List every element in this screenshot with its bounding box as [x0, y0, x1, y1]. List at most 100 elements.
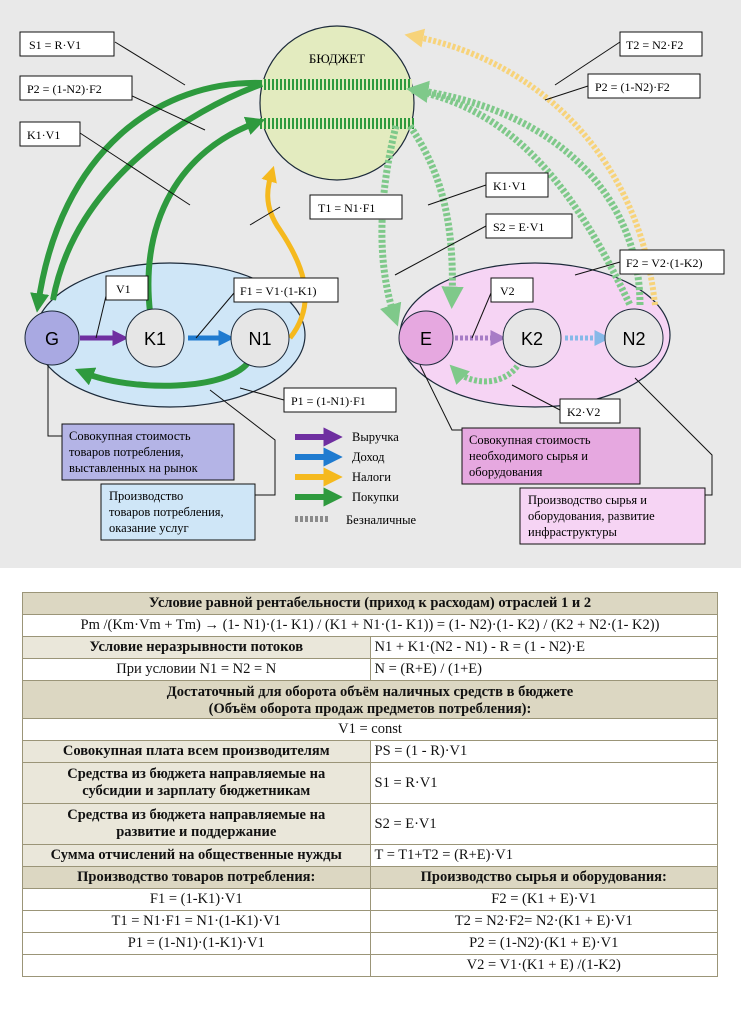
callout-k1v1-left-box	[19, 121, 81, 147]
arrow-p1	[74, 358, 253, 389]
budget-circle	[259, 25, 415, 181]
producer-payment-label: Совокупная плата всем производителям	[22, 740, 371, 763]
legend-taxes: Налоги	[352, 470, 391, 484]
callout-v1: V1	[116, 282, 131, 296]
node-k2-label: K2	[521, 329, 543, 349]
g-desc-line3: выставленных на рынок	[69, 461, 199, 475]
continuity-label: Условие неразрывности потоков	[22, 636, 371, 659]
node-n1-label: N1	[248, 329, 271, 349]
production1-box	[100, 483, 256, 541]
legend-revenue: Выручка	[352, 430, 399, 444]
production2-box	[519, 487, 706, 545]
node-g	[24, 310, 80, 366]
callout-k2v2: K2·V2	[567, 405, 600, 419]
v1-const: V1 = const	[22, 718, 718, 741]
producer-payment-equation: PS = (1 - R)·V1	[369, 740, 718, 763]
cash-volume-heading: Достаточный для оборота объём наличных с…	[22, 680, 718, 719]
prod1-line1: Производство	[109, 489, 183, 503]
e-desc-line3: оборудования	[469, 465, 543, 479]
raw-row-3: P2 = (1-N2)·(K1 + E)·V1	[369, 932, 718, 955]
callout-s2: S2 = E·V1	[493, 220, 544, 234]
consumer-row-2: T1 = N1·F1 = N1·(1-K1)·V1	[22, 910, 371, 933]
node-k1	[125, 308, 185, 368]
callout-t1-box	[309, 194, 403, 220]
callout-s2-box	[485, 213, 573, 239]
arrow-s1	[30, 79, 263, 313]
callout-p1-box	[283, 387, 397, 413]
arrow-s2	[378, 125, 402, 327]
raw-row-1: F2 = (K1 + E)·V1	[369, 888, 718, 911]
node-n2	[604, 308, 664, 368]
budget-stripe-bottom	[260, 118, 414, 129]
condition-label: При условии N1 = N2 = N	[22, 658, 371, 681]
callout-k2v2-box	[559, 398, 621, 424]
development-label-line2: развитие и поддержание	[116, 824, 277, 840]
budget-stripe-top	[262, 79, 412, 90]
prod1-line2: товаров потребления,	[109, 505, 224, 519]
development-equation: S2 = E·V1	[369, 803, 718, 845]
subsidy-label-line2: субсидии и зарплату бюджетникам	[82, 783, 311, 799]
subsidy-label-line1: Средства из бюджета направляемые на	[67, 766, 326, 782]
equations-table: Условие равной рентабельности (приход к …	[22, 592, 718, 977]
raw-row-2: T2 = N2·F2= N2·(K1 + E)·V1	[369, 910, 718, 933]
prod2-line3: инфраструктуры	[528, 525, 617, 539]
profitability-equation: Pm /(Km·Vm + Tm) → (1- N1)·(1- K1) / (K1…	[22, 614, 718, 637]
arrow-p2-right	[411, 86, 634, 307]
legend-income: Доход	[352, 450, 385, 464]
condition-equation: N = (R+E) / (1+E)	[369, 658, 718, 681]
callout-v2: V2	[500, 284, 515, 298]
callout-t1: T1 = N1·F1	[318, 201, 375, 215]
subsidy-equation: S1 = R·V1	[369, 762, 718, 804]
raw-row-4: V2 = V1·(K1 + E) /(1-K2)	[369, 954, 718, 977]
public-needs-equation: T = T1+T2 = (R+E)·V1	[369, 844, 718, 867]
callout-k1v1-left: K1·V1	[27, 128, 60, 142]
g-desc-line1: Совокупная стоимость	[69, 429, 191, 443]
callout-k1v1-right: K1·V1	[493, 179, 526, 193]
node-n2-label: N2	[622, 329, 645, 349]
consumer-production-heading: Производство товаров потребления:	[22, 866, 371, 889]
development-label-line1: Средства из бюджета направляемые на	[67, 807, 326, 823]
callout-t2: T2 = N2·F2	[626, 38, 683, 52]
arrow-p2-left	[50, 81, 264, 301]
prod2-line2: оборудования, развитие	[528, 509, 655, 523]
continuity-equation: N1 + K1·(N2 - N1) - R = (1 - N2)·E	[369, 636, 718, 659]
callout-f2: F2 = V2·(1-K2)	[626, 256, 703, 270]
callout-s1: S1 = R·V1	[29, 38, 81, 52]
callout-v2-box	[490, 277, 534, 303]
callout-v1-box	[105, 275, 149, 301]
node-k1-label: K1	[144, 329, 166, 349]
callout-p2-right: P2 = (1-N2)·F2	[595, 80, 670, 94]
public-needs-label: Сумма отчислений на общественные нужды	[22, 844, 371, 867]
consumer-row-3: P1 = (1-N1)·(1-K1)·V1	[22, 932, 371, 955]
g-desc-line2: товаров потребления,	[69, 445, 184, 459]
legend: Выручка Доход Налоги Покупки Безналичные	[295, 427, 416, 527]
callout-p2-right-box	[587, 73, 701, 99]
consumer-row-4	[22, 954, 371, 977]
e-description-box	[461, 427, 641, 485]
node-n1	[230, 308, 290, 368]
callout-k1v1-right-box	[485, 172, 549, 198]
cash-volume-line2: (Объём оборота продаж предметов потребле…	[208, 701, 532, 717]
budget-label: БЮДЖЕТ	[309, 51, 365, 66]
prod1-line3: оказание услуг	[109, 521, 189, 535]
callout-f2-box	[619, 249, 725, 275]
legend-cashless: Безналичные	[346, 513, 416, 527]
callout-f1: F1 = V1·(1-K1)	[240, 284, 317, 298]
legend-purchases: Покупки	[352, 490, 399, 504]
callout-p2-left-box	[19, 75, 133, 101]
e-desc-line1: Совокупная стоимость	[469, 433, 591, 447]
node-e	[398, 310, 454, 366]
callout-f1-box	[233, 277, 339, 303]
cash-volume-line1: Достаточный для оборота объём наличных с…	[166, 684, 574, 700]
economy-flow-diagram: БЮДЖЕТ G K1 N1 E K2 N2	[0, 0, 741, 568]
callout-s1-box	[19, 31, 115, 57]
e-desc-line2: необходимого сырья и	[469, 449, 588, 463]
node-e-label: E	[420, 329, 432, 349]
subsidy-label: Средства из бюджета направляемые на субс…	[22, 762, 371, 804]
arrow-t1	[261, 165, 308, 340]
development-label: Средства из бюджета направляемые на разв…	[22, 803, 371, 845]
arrow-t2	[404, 28, 658, 306]
callout-t2-box	[619, 31, 703, 57]
node-k2	[502, 308, 562, 368]
table-title-row: Условие равной рентабельности (приход к …	[22, 592, 718, 615]
